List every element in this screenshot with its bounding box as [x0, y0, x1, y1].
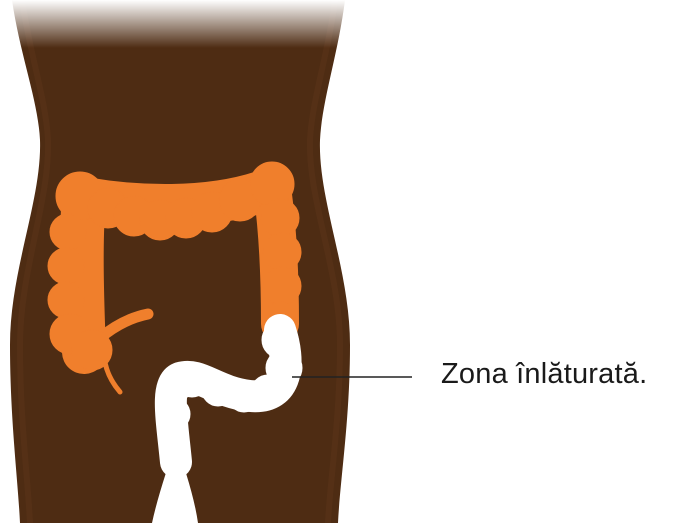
top-fade: [0, 0, 360, 48]
removed-area-label: Zona înlăturată.: [441, 358, 647, 391]
